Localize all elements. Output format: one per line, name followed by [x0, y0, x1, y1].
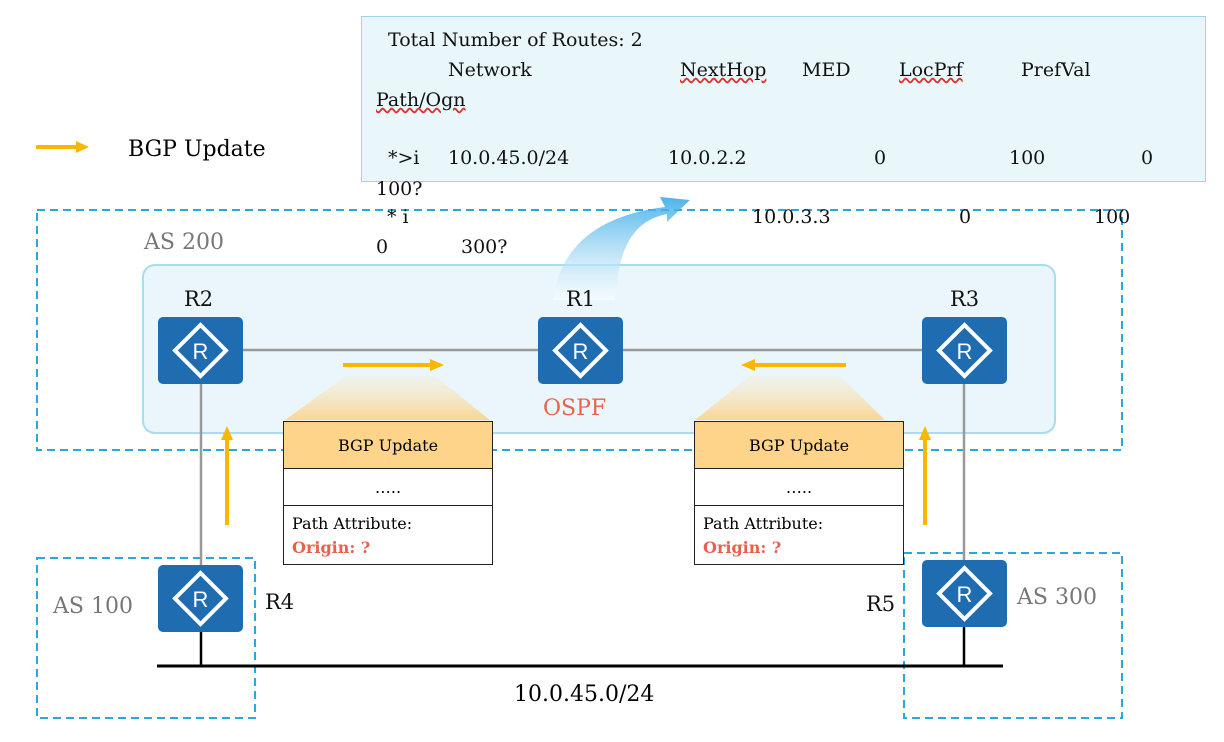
header-med: MED [802, 59, 851, 81]
as100-boundary [36, 557, 256, 719]
router-r1-label: R1 [566, 287, 596, 311]
row2-locprf: 100 [1094, 206, 1131, 228]
row2-nexthop: 10.0.3.3 [752, 206, 831, 228]
update-message-right: BGP Update ….. Path Attribute: Origin: ? [694, 421, 904, 565]
update-beam-right [695, 376, 885, 420]
row2-prefval: 0 [376, 236, 389, 258]
router-r3-icon: R [922, 317, 1007, 384]
legend-label: BGP Update [128, 137, 266, 162]
router-r4-label: R4 [265, 590, 295, 614]
header-locprf: LocPrf [899, 59, 963, 81]
row1-med: 0 [874, 147, 887, 169]
update-arrow-r5-r3-head [919, 426, 931, 440]
update-beam-left [285, 376, 490, 420]
update-left-body: Path Attribute: Origin: ? [284, 506, 492, 564]
row1-status: *>i [388, 147, 420, 169]
as100-label: AS 100 [53, 594, 133, 619]
router-r5-glyph: R [957, 582, 973, 607]
as200-label: AS 200 [144, 230, 224, 255]
row1-prefval: 0 [1141, 147, 1154, 169]
header-path-ogn: Path/Ogn [376, 89, 466, 111]
bgp-route-table: Total Number of Routes: 2 Network NextHo… [361, 16, 1206, 182]
network-label: 10.0.45.0/24 [514, 682, 655, 707]
update-arrow-r3-r1-head [741, 359, 755, 371]
as300-label: AS 300 [1017, 585, 1097, 610]
row2-status: * i [387, 206, 409, 228]
update-left-origin: Origin: ? [292, 538, 371, 557]
router-r2-glyph: R [193, 339, 209, 364]
update-right-origin: Origin: ? [703, 538, 782, 557]
router-r2-icon: R [158, 317, 243, 384]
update-message-left: BGP Update ….. Path Attribute: Origin: ? [283, 421, 493, 565]
header-network: Network [448, 59, 532, 81]
update-arrow-r2-r1-head [430, 359, 444, 371]
router-r5-label: R5 [866, 592, 896, 616]
router-r4-icon: R [158, 565, 243, 632]
row1-locprf: 100 [1009, 147, 1046, 169]
as300-boundary [903, 552, 1123, 719]
update-arrow-r4-r2-head [221, 426, 233, 440]
update-right-title: BGP Update [695, 422, 903, 469]
router-r3-label: R3 [950, 287, 980, 311]
as200-boundary [36, 209, 1123, 451]
legend-arrow-head [76, 141, 89, 153]
row2-med: 0 [959, 206, 972, 228]
router-r1-glyph: R [573, 339, 589, 364]
header-nexthop: NextHop [680, 59, 767, 81]
row1-nexthop: 10.0.2.2 [668, 147, 747, 169]
router-r2-label: R2 [184, 287, 214, 311]
update-right-attr-label: Path Attribute: [703, 514, 824, 533]
row2-path: 300? [461, 236, 508, 258]
router-r3-glyph: R [957, 339, 973, 364]
update-right-ellipsis: ….. [695, 469, 903, 506]
update-right-body: Path Attribute: Origin: ? [695, 506, 903, 564]
update-left-attr-label: Path Attribute: [292, 514, 413, 533]
router-r5-icon: R [922, 560, 1007, 627]
route-table-title: Total Number of Routes: 2 [388, 29, 643, 51]
ospf-label: OSPF [543, 396, 607, 421]
row1-network: 10.0.45.0/24 [448, 147, 570, 169]
router-r1-icon: R [538, 317, 623, 384]
row1-path: 100? [376, 178, 423, 200]
update-left-ellipsis: ….. [284, 469, 492, 506]
header-prefval: PrefVal [1021, 59, 1091, 81]
router-r4-glyph: R [193, 587, 209, 612]
update-left-title: BGP Update [284, 422, 492, 469]
route-table-pointer [553, 197, 690, 300]
